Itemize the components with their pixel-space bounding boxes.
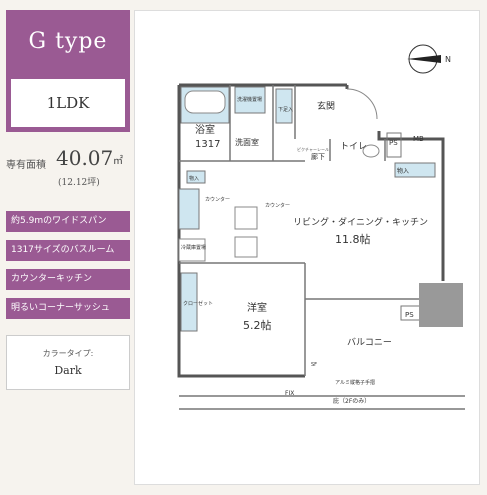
ps-shaft-top [386,132,402,158]
north-compass-icon: N [407,44,451,74]
shoebox [275,88,293,124]
laundry-label: 洗濯機置場 [237,96,262,103]
column [419,283,463,327]
hallway-label: 廊下 [311,152,325,161]
toilet-bowl [362,144,380,158]
shoebox-label: 下足入 [278,107,293,113]
sf-label: SF [311,362,317,368]
wall-right [377,131,445,281]
storage-right [394,162,436,178]
fix-label: FIX [285,390,294,397]
color-type-label: カラータイプ: [42,349,94,358]
area-value: 40.07 [56,146,114,170]
kitchen-sink-counter [178,188,200,230]
mb-label: MB [413,135,424,143]
washroom-label: 洗面室 [235,137,259,147]
bathtub-basin [184,90,226,114]
color-type-box: カラータイプ: Dark [6,335,130,390]
ldk-size-label: 11.8帖 [335,233,371,246]
eave-label: 庇（2Fのみ） [333,397,370,405]
fridge-label: 冷蔵庫置場 [181,244,206,251]
kitchen-stove [234,236,258,258]
area-label: 専有面積 [6,160,46,171]
bedroom-label: 洋室 [247,301,267,314]
area-unit: ㎡ [113,156,123,167]
floor-plan: N 浴室 1317 洗濯機置場 洗面室 下足入 玄関 ピクチャーレール 廊下 ト… [134,10,480,485]
balcony-label: バルコニー [347,337,392,348]
color-type-value: Dark [54,364,82,377]
handrail-label: アルミ縦格子手摺 [335,379,375,386]
toilet-label: トイレ [340,142,367,152]
laundry-space [234,86,266,114]
feature-corner-sash: 明るいコーナーサッシュ [6,298,130,319]
picture-rail-label-1: ピクチャーレール [297,146,329,152]
storage-label-right: 物入 [397,167,409,175]
layout-label: 1LDK [6,74,130,132]
ps-label-top: PS [389,139,398,147]
ldk-label: リビング・ダイニング・キッチン [293,216,428,228]
north-label: N [445,55,451,64]
counter-label-2: カウンター [265,202,290,209]
bath-size-label: 1317 [195,139,220,150]
area-tsubo: (12.12坪) [58,178,100,188]
counter-label-1: カウンター [205,196,230,203]
entrance-label: 玄関 [317,100,335,112]
entrance-door-swing [346,88,378,120]
bath-label: 浴室 [195,123,215,136]
feature-bathroom: 1317サイズのバスルーム [6,240,130,261]
ps-label-bottom: PS [405,311,414,319]
floor-plan-drawing: N 浴室 1317 洗濯機置場 洗面室 下足入 玄関 ピクチャーレール 廊下 ト… [177,44,465,410]
bedroom-size-label: 5.2帖 [243,319,272,332]
storage-label-left: 物入 [189,175,199,182]
wall-left [177,85,305,378]
closet-label: クローゼット [183,300,213,307]
type-title: G type [6,10,130,74]
fridge-space [178,238,206,262]
kitchen-sink [234,206,258,230]
storage-left [186,170,206,184]
feature-kitchen: カウンターキッチン [6,269,130,290]
feature-wide-span: 約5.9mのワイドスパン [6,211,130,232]
closet [180,272,198,332]
